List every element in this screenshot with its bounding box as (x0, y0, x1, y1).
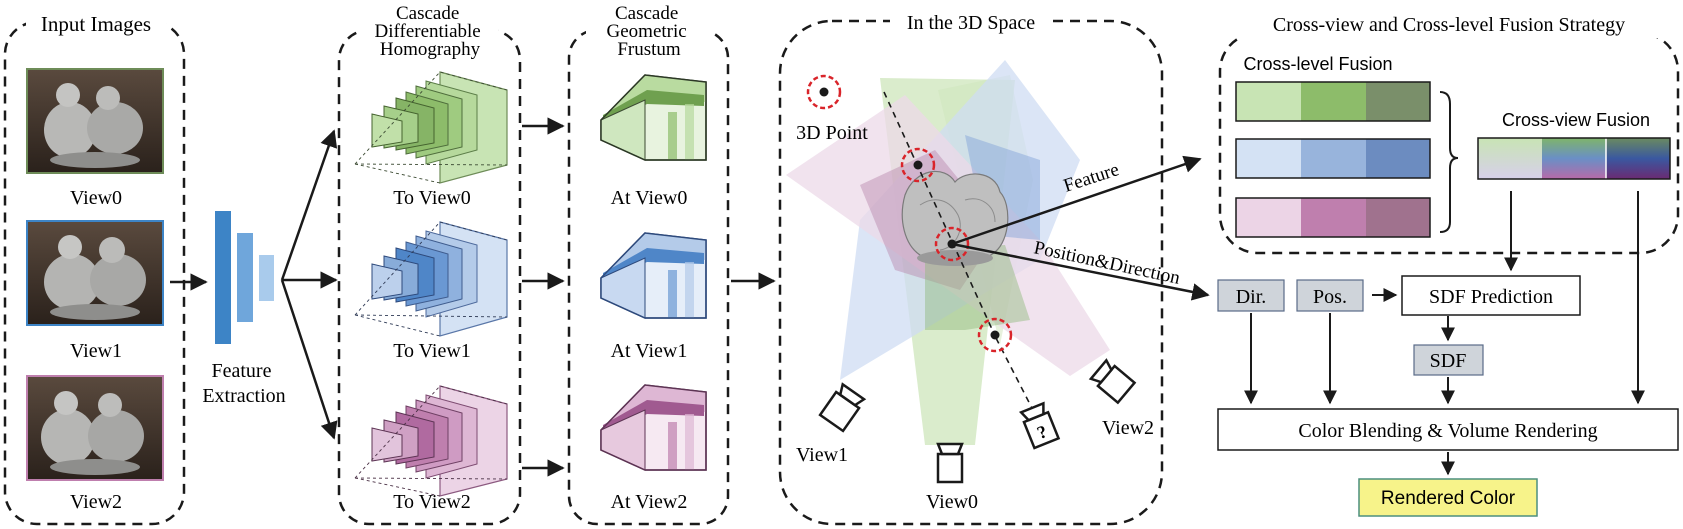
input-images-panel: Input Images View0 View1 (3, 6, 186, 526)
space-panel: In the 3D Space (778, 5, 1164, 526)
frustum-view2 (600, 384, 707, 471)
sdf-label: SDF (1430, 350, 1467, 372)
sdf-prediction-label: SDF Prediction (1429, 286, 1553, 308)
homography-label-view1: To View1 (393, 340, 471, 362)
input-image-view1 (26, 220, 164, 326)
frustum-view0 (600, 74, 707, 161)
cross-level-bar-pink (1235, 197, 1431, 238)
input-label-view2: View2 (70, 491, 122, 513)
sdf-prediction-box: SDF Prediction (1401, 275, 1581, 316)
rendered-color-box: Rendered Color (1358, 478, 1538, 517)
camera-icon-view2 (1088, 358, 1137, 405)
camera-icon-unknown: ? (1018, 401, 1061, 450)
space-title: In the 3D Space (907, 12, 1035, 34)
pipeline-down-arrows (1244, 191, 1645, 405)
input-image-view2 (26, 375, 164, 481)
rendered-color-label: Rendered Color (1381, 488, 1516, 509)
dir-label: Dir. (1236, 286, 1267, 308)
camera-icon-view1 (818, 382, 867, 433)
fan-out-arrows (280, 129, 338, 440)
fusion-title: Cross-view and Cross-level Fusion Strate… (1273, 14, 1625, 36)
feature-extraction-label: Feature Extraction (202, 360, 285, 407)
input-label-view0: View0 (70, 187, 122, 209)
fusion-brace (1439, 91, 1459, 233)
input-label-view1: View1 (70, 340, 122, 362)
camera-icon-view0 (936, 442, 964, 484)
frustum-label-view1: At View1 (611, 340, 688, 362)
position-direction-arrow (951, 242, 1210, 301)
cross-view-title: Cross-view Fusion (1502, 110, 1650, 130)
sample-point-3 (977, 317, 1013, 353)
camera-ray (883, 91, 997, 339)
point-label: 3D Point (796, 122, 868, 144)
frustum-label-view0: At View0 (611, 187, 688, 209)
cross-level-bar-blue (1235, 138, 1431, 179)
input-images-title: Input Images (41, 12, 151, 36)
homography-stack-view0 (354, 71, 508, 184)
frustum-title: Cascade Geometric Frustum (607, 3, 692, 60)
camera-label-view1: View1 (796, 444, 848, 466)
cross-level-bar-green (1235, 81, 1431, 122)
frustum-panel: Cascade Geometric Frustum At View0 At Vi… (567, 3, 730, 526)
sample-point-top (806, 74, 842, 110)
cross-level-title: Cross-level Fusion (1243, 54, 1392, 74)
homography-stack-view1 (354, 221, 508, 337)
feature-arrow (951, 155, 1202, 246)
color-blending-box: Color Blending & Volume Rendering (1217, 408, 1679, 451)
homography-label-view0: To View0 (393, 187, 471, 209)
color-blending-label: Color Blending & Volume Rendering (1298, 420, 1597, 442)
camera-label-view0: View0 (926, 491, 978, 513)
homography-panel: Cascade Differentiable Homography To Vie… (337, 3, 522, 526)
sdf-box: SDF (1413, 344, 1484, 376)
pos-box: Pos. (1296, 279, 1364, 312)
frustum-label-view2: At View2 (611, 491, 688, 513)
dir-box: Dir. (1217, 279, 1285, 312)
input-image-view0 (26, 68, 164, 174)
homography-stack-view2 (354, 385, 508, 497)
camera-label-view2: View2 (1102, 417, 1154, 439)
sample-point-1 (900, 147, 936, 183)
fusion-panel: Cross-view and Cross-level Fusion Strate… (1218, 8, 1680, 255)
homography-to-frustum-arrows (522, 117, 565, 477)
homography-label-view2: To View2 (393, 491, 471, 513)
cross-view-bar (1477, 137, 1671, 180)
frustum-view1 (600, 232, 707, 319)
homography-title: Cascade Differentiable Homography (375, 3, 486, 60)
feature-extraction-network (215, 211, 274, 344)
pos-label: Pos. (1313, 286, 1347, 308)
